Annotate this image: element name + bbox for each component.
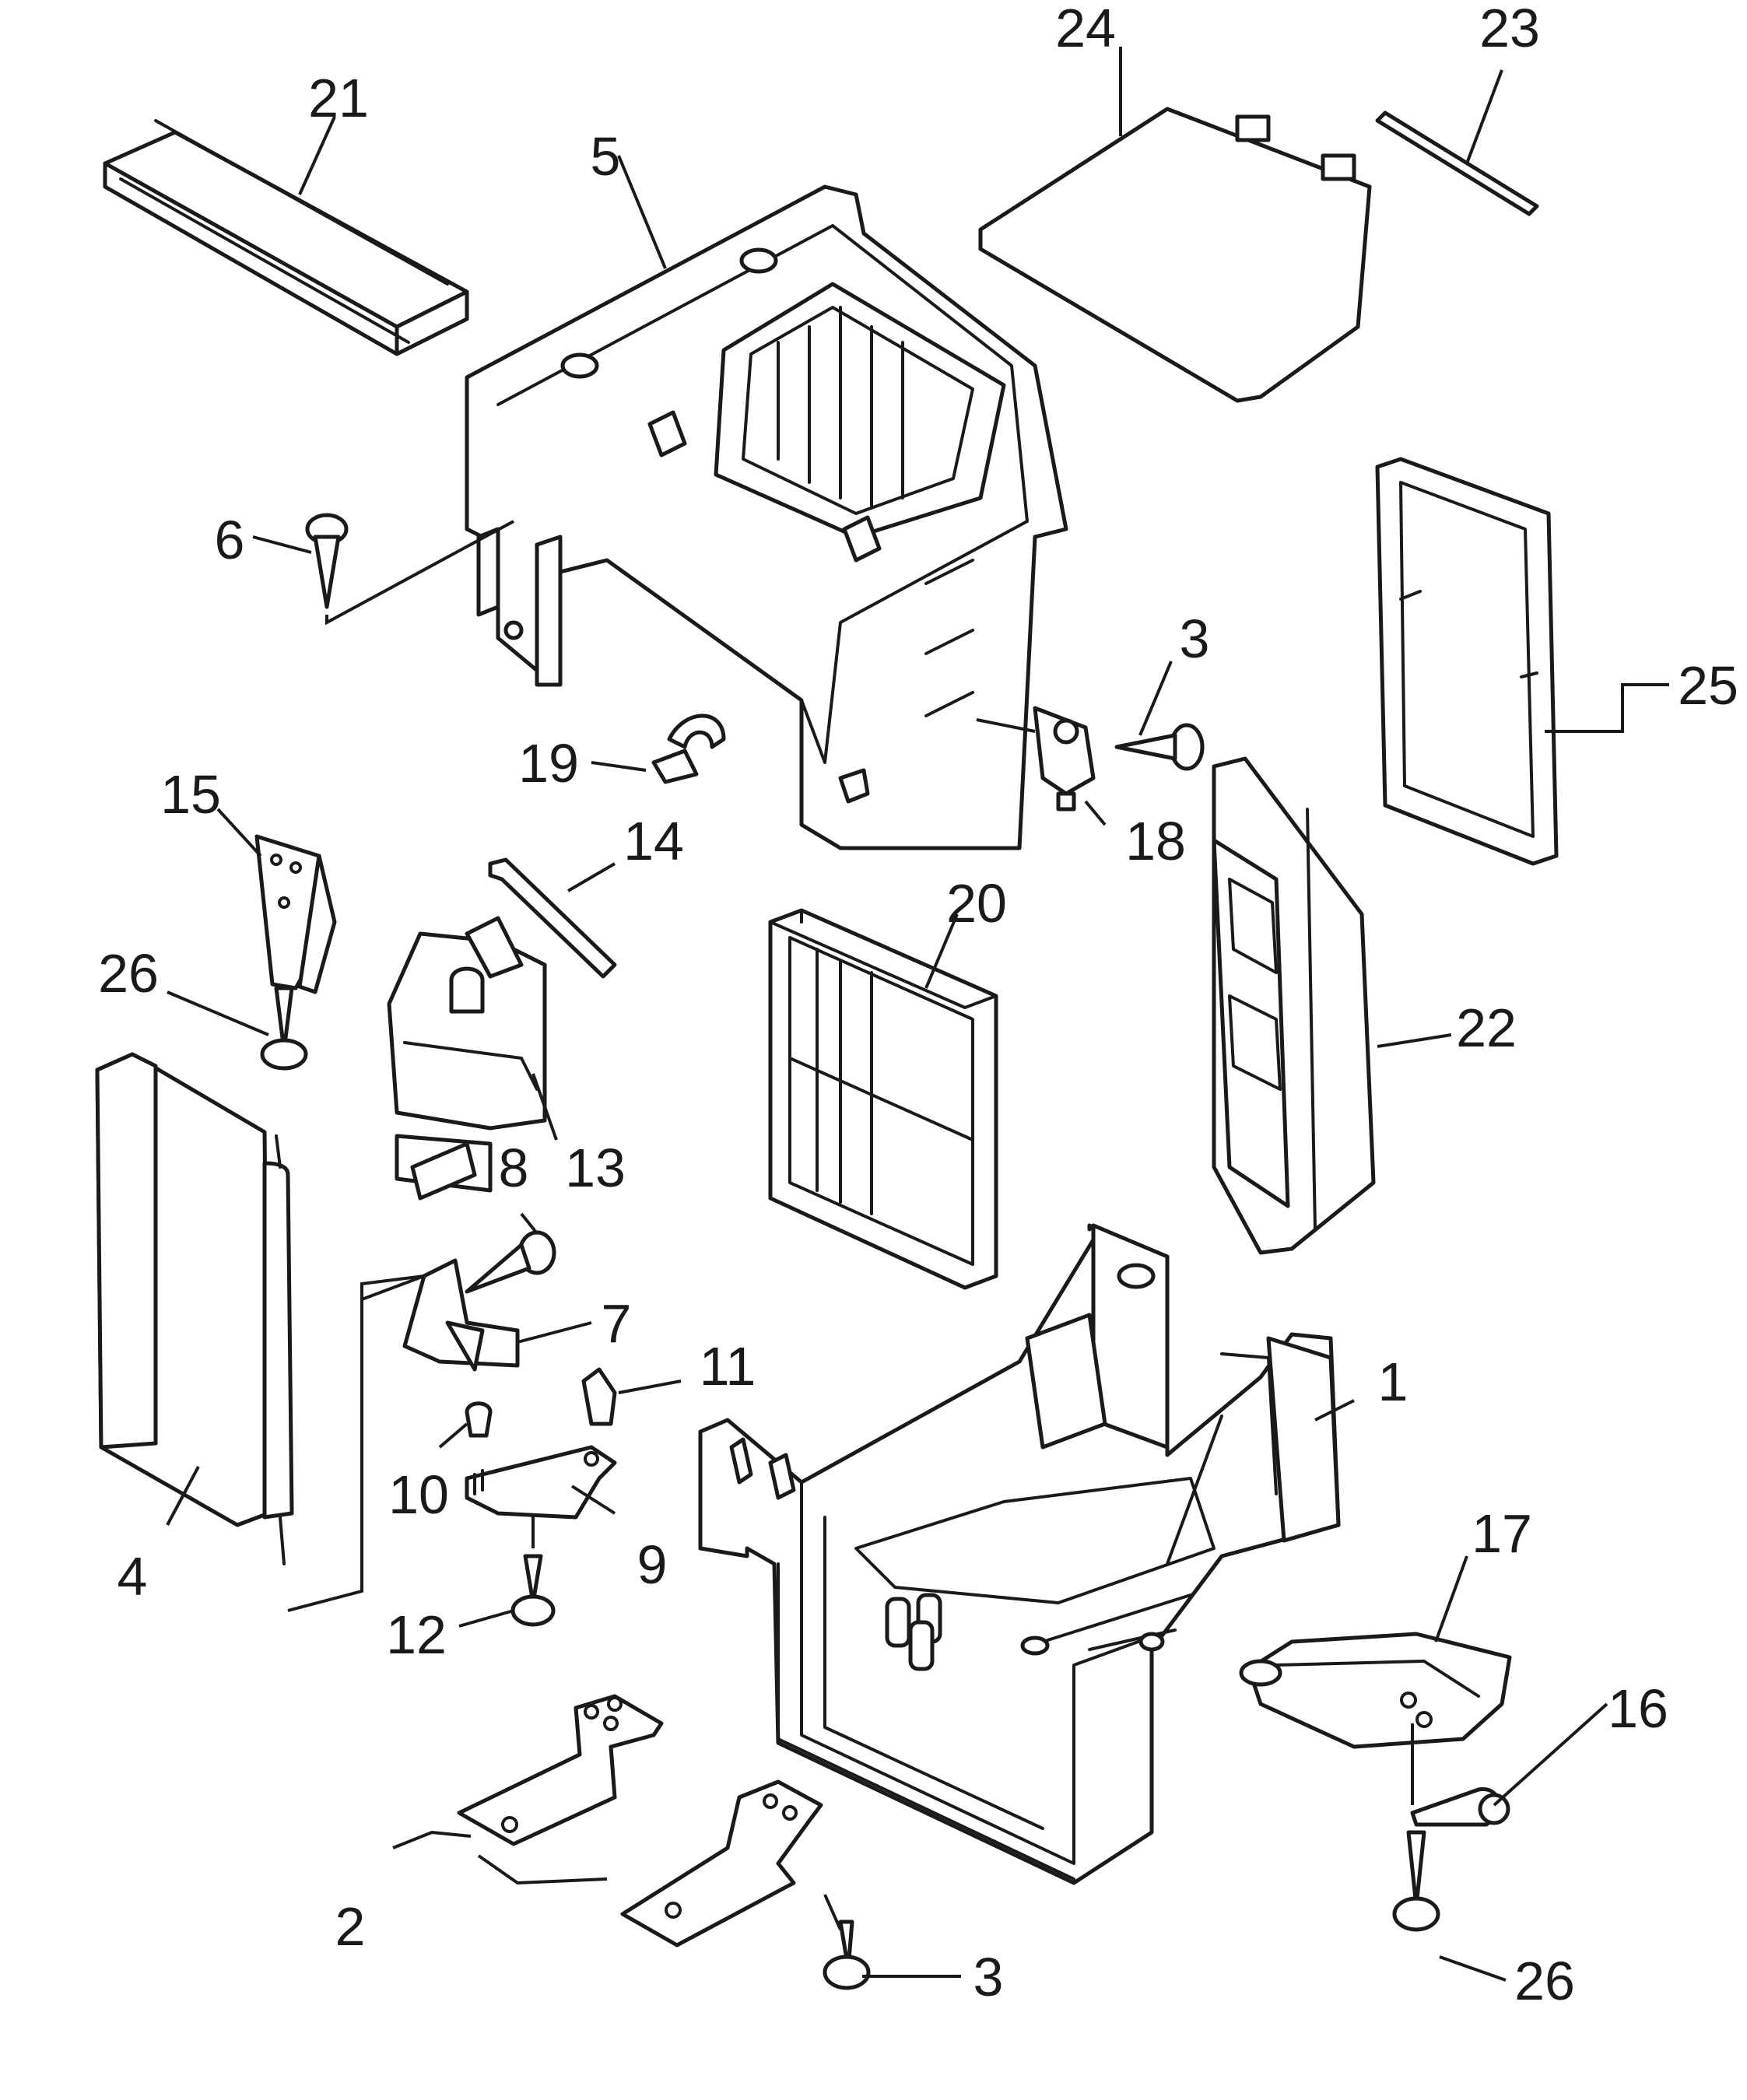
- evaporator-part-4: [95, 1052, 425, 1612]
- bracket-part-15: [254, 834, 337, 994]
- callout-17: 17: [1472, 1503, 1532, 1564]
- callout-12: 12: [386, 1604, 447, 1665]
- callout-16: 16: [1608, 1678, 1668, 1739]
- callout-6: 6: [215, 510, 245, 570]
- callout-8: 8: [499, 1138, 529, 1198]
- callout-leaders: [166, 47, 1669, 1982]
- screw-part-3-bottom: [823, 1894, 871, 1990]
- actuator-part-13: [387, 916, 547, 1201]
- callout-15: 15: [160, 764, 221, 825]
- callout-3-bottom: 3: [973, 1947, 1004, 2007]
- filter-part-20: [768, 908, 998, 1290]
- callout-25: 25: [1678, 655, 1738, 716]
- bolt-part-8: [465, 1230, 556, 1294]
- callout-26-right: 26: [1514, 1951, 1575, 2011]
- drain-pan-part-17: [1239, 1632, 1512, 1805]
- clip-part-16: [1410, 1787, 1510, 1827]
- callout-9: 9: [637, 1534, 668, 1595]
- screw-part-6: [305, 513, 514, 626]
- callout-14: 14: [623, 811, 684, 871]
- lower-case-part-1: [698, 1223, 1341, 1885]
- callout-21: 21: [308, 68, 369, 128]
- callout-20: 20: [946, 873, 1007, 934]
- rod-part-14: [488, 857, 617, 979]
- callout-7: 7: [602, 1293, 632, 1354]
- callout-23: 23: [1479, 0, 1540, 58]
- callout-5: 5: [591, 126, 621, 187]
- lever-part-7: [361, 1258, 520, 1372]
- screw-part-3-top: [1114, 723, 1205, 771]
- callout-labels: 1 2 3 3 4 5 6 7 8 9 10 11 12 13 14 15 16…: [98, 0, 1738, 2011]
- upper-case-part-5: [465, 184, 1068, 850]
- callout-3-top: 3: [1180, 608, 1210, 669]
- pin-part-10: [465, 1401, 493, 1438]
- callout-26-left: 26: [98, 943, 159, 1004]
- callout-13: 13: [565, 1138, 626, 1198]
- heater-core-part-22: [1212, 756, 1376, 1255]
- callout-24: 24: [1055, 0, 1116, 58]
- callout-10: 10: [388, 1464, 449, 1525]
- callout-19: 19: [518, 733, 579, 794]
- link-plate-part-9: [465, 1445, 617, 1520]
- seal-part-25: [1375, 457, 1559, 866]
- shaft-part-23: [1375, 110, 1539, 216]
- screw-part-12: [510, 1513, 556, 1627]
- callout-1: 1: [1378, 1352, 1408, 1412]
- callout-18: 18: [1125, 811, 1186, 871]
- clamp-part-19: [651, 713, 726, 784]
- callout-4: 4: [118, 1546, 148, 1607]
- joint-part-11: [581, 1367, 617, 1426]
- cover-part-24: [978, 107, 1372, 403]
- screw-part-26-left: [260, 986, 308, 1071]
- callout-2: 2: [335, 1896, 366, 1957]
- callout-11: 11: [700, 1336, 756, 1397]
- screw-part-26-right: [1392, 1830, 1440, 1932]
- callout-22: 22: [1456, 997, 1517, 1058]
- duct-part-21: [103, 119, 469, 356]
- bracket-pair-part-2: [392, 1694, 823, 1947]
- damper-lever-part-18: [976, 706, 1096, 812]
